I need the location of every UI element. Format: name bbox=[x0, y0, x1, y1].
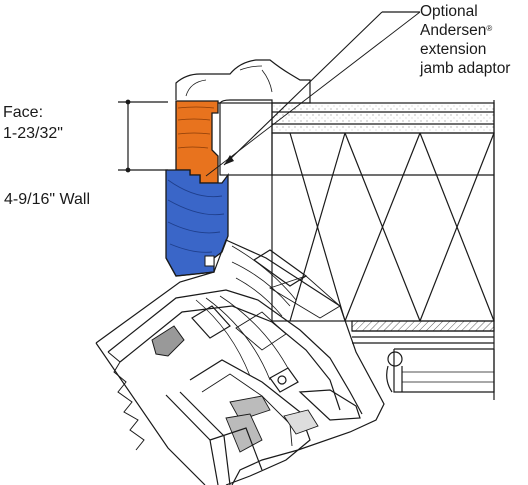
face-dimension-label: Face: 1-23/32" bbox=[3, 102, 63, 144]
face-value: 1-23/32" bbox=[3, 125, 63, 142]
callout-line-2: Andersen® bbox=[420, 22, 493, 39]
interior-casing bbox=[175, 59, 311, 176]
angled-window-unit bbox=[95, 239, 385, 485]
callout-line-3: extension bbox=[420, 41, 487, 58]
callout-line-1: Optional bbox=[420, 3, 478, 20]
wall-framing bbox=[271, 100, 495, 400]
wall-label: 4-9/16" Wall bbox=[4, 191, 91, 208]
registered-mark: ® bbox=[486, 24, 493, 33]
callout-line-4: jamb adaptor bbox=[420, 60, 511, 77]
face-label: Face: bbox=[3, 104, 44, 121]
face-dimension bbox=[118, 99, 168, 173]
callout-label: Optional Andersen® extension jamb adapto… bbox=[420, 2, 510, 78]
callout-leader bbox=[205, 11, 421, 177]
